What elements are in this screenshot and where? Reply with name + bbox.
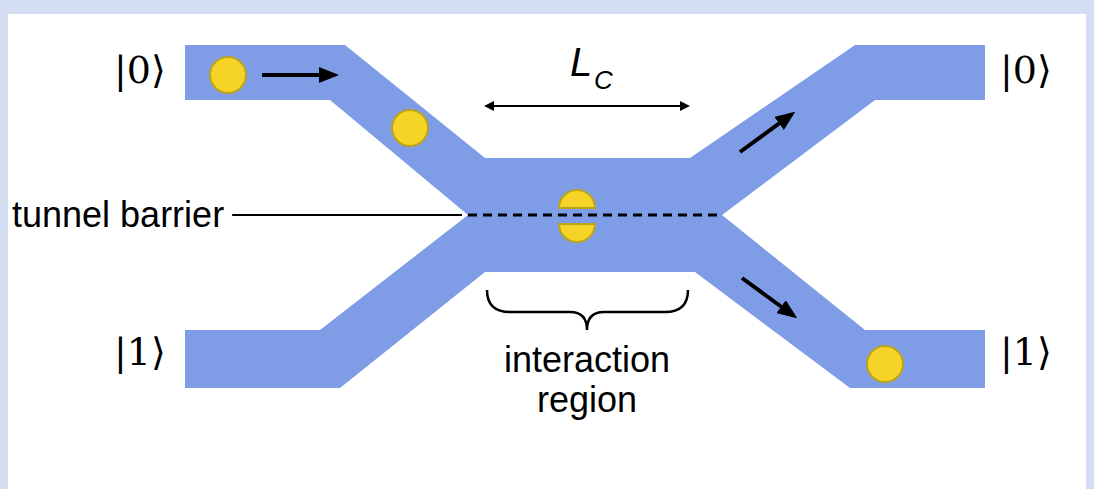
region-label: interaction region — [477, 340, 697, 419]
tunnel-barrier-line — [468, 214, 722, 217]
state-label: |0⟩ — [1000, 50, 1052, 92]
electron-half — [559, 190, 595, 208]
electron-dot — [867, 346, 903, 382]
length-arrow — [486, 105, 688, 107]
electron-dot — [210, 57, 246, 93]
motion-arrow — [740, 114, 792, 152]
region-brace — [487, 290, 688, 330]
motion-arrow — [742, 278, 794, 316]
state-label: |1⟩ — [114, 332, 166, 374]
backdrop-band — [0, 0, 8, 489]
length-symbol: L — [570, 40, 592, 84]
state-label: |0⟩ — [114, 50, 166, 92]
waveguide-channel — [185, 45, 985, 388]
electron-half — [559, 224, 595, 242]
backdrop-band — [0, 0, 1094, 14]
length-subscript: C — [594, 66, 613, 95]
barrier-label: tunnel barrier — [12, 195, 224, 235]
electron-dot — [392, 110, 428, 146]
backdrop-band — [1086, 0, 1094, 489]
motion-arrow — [262, 73, 335, 77]
leader-line — [232, 214, 462, 216]
state-label: |1⟩ — [1000, 332, 1052, 374]
